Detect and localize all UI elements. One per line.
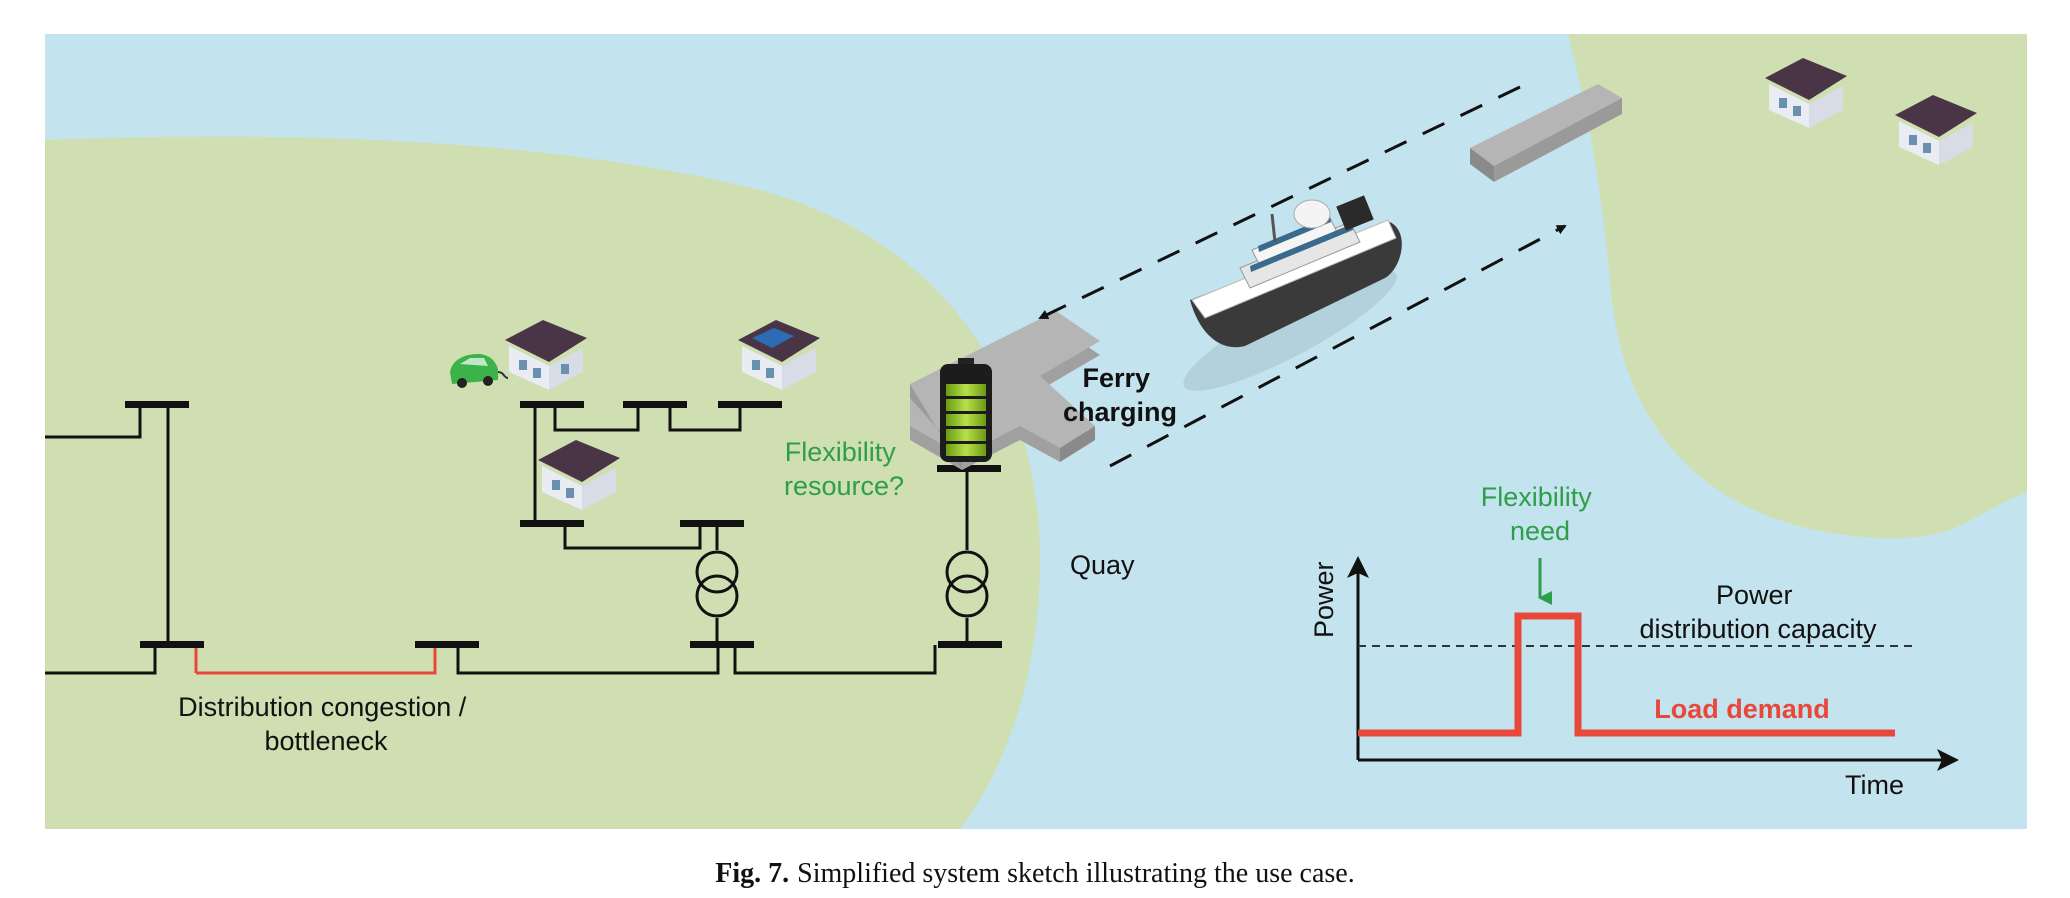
time-axis-label: Time	[1845, 770, 1904, 800]
flexibility-need-label: Flexibility need	[1481, 482, 1600, 546]
right-island	[1568, 34, 2027, 539]
busbars	[125, 401, 1002, 648]
ferry-charging-label: Ferry charging	[1063, 363, 1177, 427]
transformer-icon	[945, 550, 989, 618]
battery-icon	[940, 358, 992, 462]
house-icon	[1765, 58, 1847, 128]
ferry-icon	[1183, 195, 1402, 391]
car-icon	[450, 354, 509, 388]
house-icon	[738, 320, 820, 390]
distribution-grid	[45, 404, 969, 675]
congestion-label: Distribution congestion / bottleneck	[178, 692, 474, 756]
power-axis-label: Power	[1309, 561, 1339, 638]
figure-caption-text: Simplified system sketch illustrating th…	[797, 858, 1355, 889]
load-demand-curve	[1358, 612, 1895, 737]
load-profile-chart: Power Time Flexibility need Power distri…	[1309, 482, 1959, 800]
load-demand-label: Load demand	[1654, 694, 1830, 724]
house-icon	[1895, 95, 1977, 165]
figure-caption: Fig. 7.Simplified system sketch illustra…	[0, 858, 2070, 890]
route-to-quay	[1038, 85, 1521, 320]
transformer-icon	[695, 550, 739, 618]
route-to-far-pier	[1109, 224, 1567, 468]
quay-label: Quay	[1070, 550, 1135, 580]
congestion-line	[196, 645, 437, 675]
capacity-label: Power distribution capacity	[1639, 580, 1877, 644]
figure-number: Fig. 7.	[715, 858, 790, 889]
house-icon	[505, 320, 587, 390]
pier-icon	[1470, 84, 1622, 182]
flexibility-resource-label: Flexibility resource?	[784, 437, 904, 501]
house-icon	[538, 440, 620, 510]
